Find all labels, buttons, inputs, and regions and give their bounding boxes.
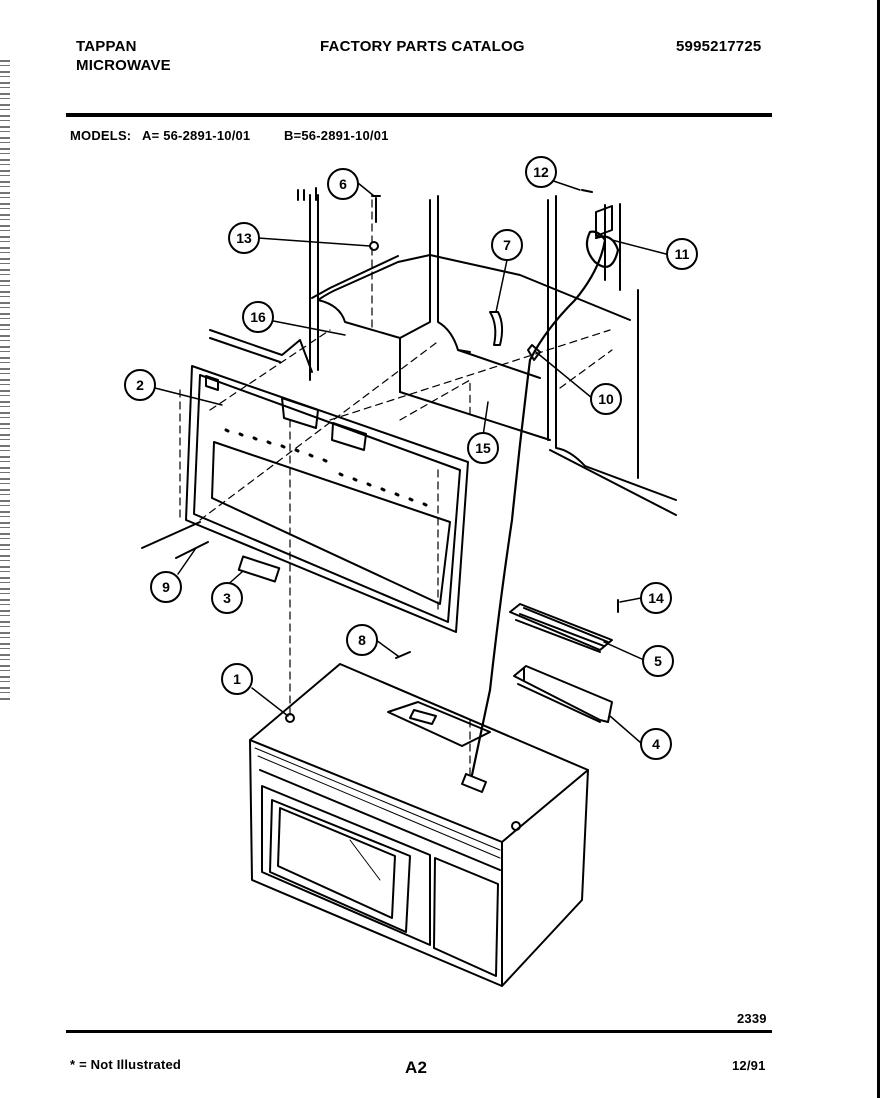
callout-6-label: 6: [339, 176, 347, 192]
label-3: [237, 555, 281, 583]
clip-10: [527, 344, 541, 361]
power-cord: [470, 230, 620, 777]
callout-8: 8: [346, 624, 378, 656]
callout-11-label: 11: [675, 246, 690, 262]
callout-14: 14: [640, 582, 672, 614]
brand-line1: TAPPAN: [76, 38, 137, 55]
callout-14-label: 14: [648, 590, 664, 606]
callout-2-label: 2: [136, 377, 144, 393]
legend-not-illustrated: * = Not Illustrated: [70, 1057, 182, 1072]
callout-9: 9: [150, 571, 182, 603]
wall-cabinet-outline: [209, 187, 677, 516]
microwave-body-outline: [249, 663, 589, 987]
callout-6: 6: [327, 168, 359, 200]
callout-9-label: 9: [162, 579, 170, 595]
callout-4-label: 4: [652, 736, 660, 752]
screw-12: [581, 189, 593, 193]
callout-12-label: 12: [533, 164, 549, 180]
callout-13: 13: [228, 222, 260, 254]
callout-2: 2: [124, 369, 156, 401]
callout-1: 1: [221, 663, 253, 695]
callout-10-label: 10: [598, 391, 614, 407]
screw-8: [395, 651, 411, 659]
bracket-7: [489, 311, 504, 346]
header-rule: [66, 113, 772, 117]
callout-5-label: 5: [654, 653, 662, 669]
callout-7-label: 7: [503, 237, 511, 253]
callout-bubbles: 1 2 3 4 5 6 7 8 9 10 11 12 13 14 15 16: [124, 156, 698, 760]
catalog-title: FACTORY PARTS CATALOG: [320, 38, 525, 55]
assembly-guide-lines: [179, 199, 613, 781]
callout-7: 7: [491, 229, 523, 261]
model-a: A= 56-2891-10/01: [142, 128, 251, 143]
power-outlet: [595, 205, 613, 237]
catalog-date: 12/91: [732, 1058, 766, 1073]
brand-line2: MICROWAVE: [76, 57, 171, 74]
callout-15-label: 15: [475, 440, 491, 456]
tray-4: [513, 665, 613, 723]
callout-8-label: 8: [358, 632, 366, 648]
callout-10: 10: [590, 383, 622, 415]
bolt-9-left: [141, 521, 201, 549]
callout-16-label: 16: [250, 309, 266, 325]
screw-6: [371, 195, 381, 223]
grease-filter-5: [509, 603, 613, 653]
callout-11: 11: [666, 238, 698, 270]
callout-1-label: 1: [233, 671, 241, 687]
vent-panel-outline: [185, 365, 469, 633]
callout-16: 16: [242, 301, 274, 333]
footer-rule: [66, 1030, 772, 1033]
model-b: B=56-2891-10/01: [284, 128, 389, 143]
callout-12: 12: [525, 156, 557, 188]
diagram-number: 2339: [737, 1011, 767, 1026]
scan-edge-left: [0, 60, 10, 700]
mount-hole-right: [511, 821, 521, 831]
callout-3-label: 3: [223, 590, 231, 606]
catalog-number: 5995217725: [676, 38, 762, 55]
callout-13-label: 13: [236, 230, 252, 246]
models-label: MODELS:: [70, 128, 132, 143]
scan-edge-right: [877, 0, 880, 1098]
callout-15: 15: [467, 432, 499, 464]
callout-leaders: [154, 171, 667, 744]
callout-5: 5: [642, 645, 674, 677]
callout-3: 3: [211, 582, 243, 614]
vent-panel-holes: [224, 428, 428, 507]
bolt-9-right: [175, 541, 209, 559]
callout-4: 4: [640, 728, 672, 760]
page-number: A2: [405, 1058, 428, 1077]
mount-hole-left: [285, 713, 295, 723]
nut-13: [369, 241, 379, 251]
